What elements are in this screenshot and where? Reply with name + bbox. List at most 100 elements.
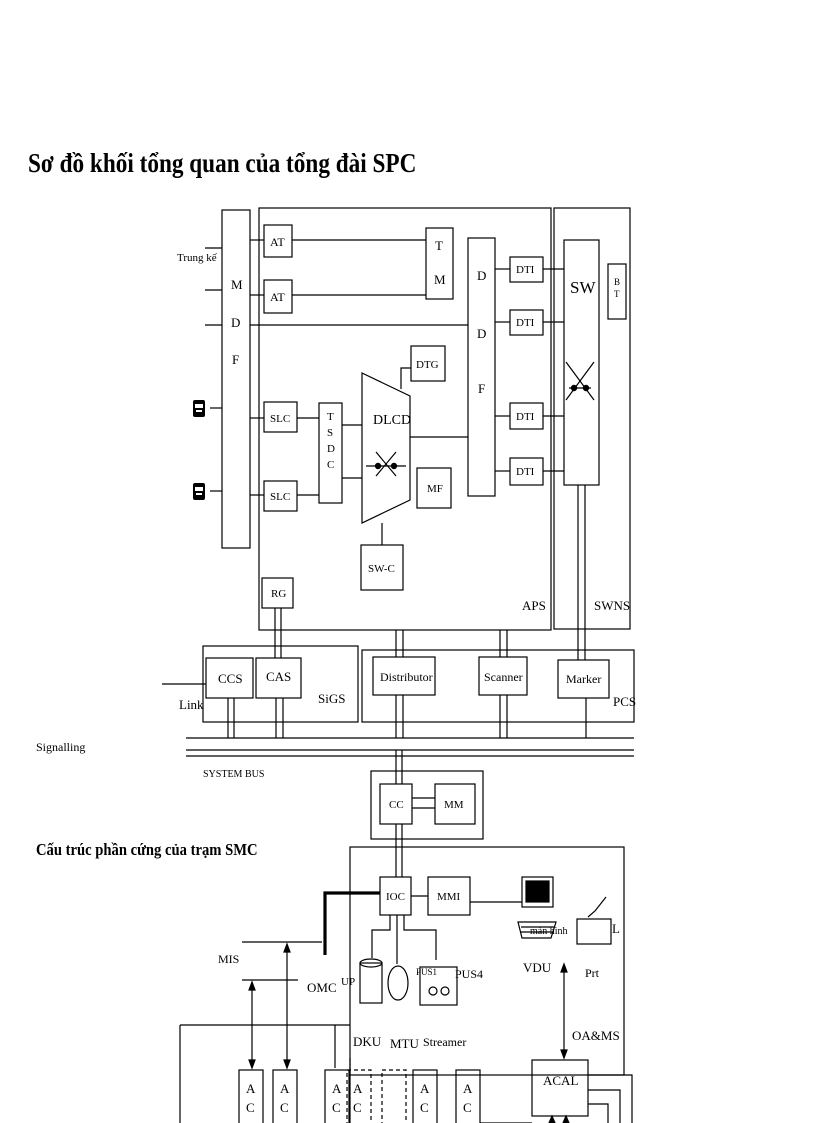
pus1-label: PUS1 <box>416 967 437 977</box>
ac-1-c: C <box>246 1100 255 1115</box>
vdu-screen-label: màn hình <box>530 926 568 937</box>
sw-label: SW <box>570 278 596 297</box>
at-label-1: AT <box>270 235 285 249</box>
marker-label: Marker <box>566 672 601 686</box>
ac-module-7 <box>455 1069 481 1123</box>
at-label-2: AT <box>270 290 285 304</box>
rg-box <box>261 577 294 609</box>
sw-box <box>563 239 600 486</box>
mdf-label-m: M <box>231 277 243 292</box>
printer-l-label: L <box>612 921 620 936</box>
sigs-label: SiGS <box>318 691 345 706</box>
dti-label-1: DTI <box>516 264 535 276</box>
printer-icon <box>576 896 612 945</box>
ac-module-5 <box>381 1069 407 1123</box>
signalling-label: Signalling <box>36 740 85 754</box>
mf-box <box>416 467 452 509</box>
ac-3-c: C <box>332 1100 341 1115</box>
ac-module-6 <box>412 1069 438 1123</box>
acal-box <box>531 1059 589 1117</box>
omc-label: OMC <box>307 980 337 995</box>
ccs-box <box>205 657 254 699</box>
mis-label: MIS <box>218 952 239 966</box>
ddf-label-d2: D <box>477 326 486 341</box>
main-title: Sơ đồ khối tổng quan của tổng đài SPC <box>28 148 417 178</box>
slc-label-2: SLC <box>270 491 290 503</box>
ddf-box <box>467 237 496 497</box>
mdf-box <box>221 209 251 549</box>
tsdc-label-t: T <box>327 411 334 423</box>
ac-module-3 <box>324 1069 350 1123</box>
tsdc-label-c: C <box>327 459 334 471</box>
ccs-label: CCS <box>218 671 243 686</box>
distributor-box <box>372 656 436 696</box>
ac-6-a: A <box>420 1081 430 1096</box>
up-label: UP <box>341 976 355 988</box>
streamer-label: Streamer <box>423 1035 466 1049</box>
pcs-label: PCS <box>613 694 636 709</box>
swc-label: SW-C <box>368 563 395 575</box>
dtg-box <box>410 345 446 382</box>
ac-2-a: A <box>280 1081 290 1096</box>
vdu-terminal-icon <box>517 876 557 939</box>
tm-label-t: T <box>435 238 443 253</box>
mdf-label-d: D <box>231 315 240 330</box>
marker-box <box>557 659 610 699</box>
pcs-frame <box>361 649 635 723</box>
tsdc-label-s: S <box>327 427 333 439</box>
tm-label-m: M <box>434 272 446 287</box>
pus4-label: PUS4 <box>455 967 483 981</box>
ac-6-c: C <box>420 1100 429 1115</box>
mm-box <box>434 783 476 825</box>
scanner-box <box>478 656 528 696</box>
prt-label: Prt <box>585 966 600 980</box>
ac-module-2 <box>272 1069 298 1123</box>
smc-frame <box>349 846 625 1076</box>
streamer-box <box>419 966 458 1006</box>
trunk-label: Trung kế <box>177 252 218 264</box>
distributor-label: Distributor <box>380 670 433 684</box>
mdf-label-f: F <box>232 352 239 367</box>
cc-frame <box>370 770 484 840</box>
ac-3-a: A <box>332 1081 342 1096</box>
cc-label: CC <box>389 799 404 811</box>
dtg-label: DTG <box>416 359 439 371</box>
ac-7-a: A <box>463 1081 473 1096</box>
ac-4-c: C <box>353 1100 362 1115</box>
cas-label: CAS <box>266 669 291 684</box>
bt-label-t: T <box>614 289 620 299</box>
mf-label: MF <box>427 483 443 495</box>
link-label: Link <box>179 697 204 712</box>
ioc-label: IOC <box>386 891 405 903</box>
cas-box <box>255 657 302 699</box>
swns-label: SWNS <box>594 598 630 613</box>
rg-label: RG <box>271 588 286 600</box>
dti-label-3: DTI <box>516 411 535 423</box>
mm-label: MM <box>444 799 464 811</box>
dlcd-label: DLCD <box>373 413 411 428</box>
scanner-label: Scanner <box>484 670 523 684</box>
ac-1-a: A <box>246 1081 256 1096</box>
slc-box-1 <box>263 401 298 433</box>
at-box-1 <box>263 224 293 258</box>
ac-2-c: C <box>280 1100 289 1115</box>
mtu-tape <box>387 965 409 1001</box>
telephone-icon-2 <box>193 483 205 500</box>
system-bus-label: SYSTEM BUS <box>203 769 264 780</box>
aps-frame <box>258 207 552 631</box>
bt-label-b: B <box>614 277 620 287</box>
vdu-label: VDU <box>523 960 552 975</box>
ac-module-1 <box>238 1069 264 1123</box>
dku-disk <box>359 962 383 1004</box>
telephone-icon-1 <box>193 400 205 417</box>
tm-box <box>425 227 454 300</box>
mmi-label: MMI <box>437 891 461 903</box>
bt-box <box>607 263 627 320</box>
swns-frame <box>553 207 631 630</box>
acal-label: ACAL <box>543 1073 578 1088</box>
at-box-2 <box>263 279 293 314</box>
mtu-label: MTU <box>390 1036 420 1051</box>
slc-box-2 <box>263 480 298 512</box>
oams-label: OA&MS <box>572 1028 620 1043</box>
